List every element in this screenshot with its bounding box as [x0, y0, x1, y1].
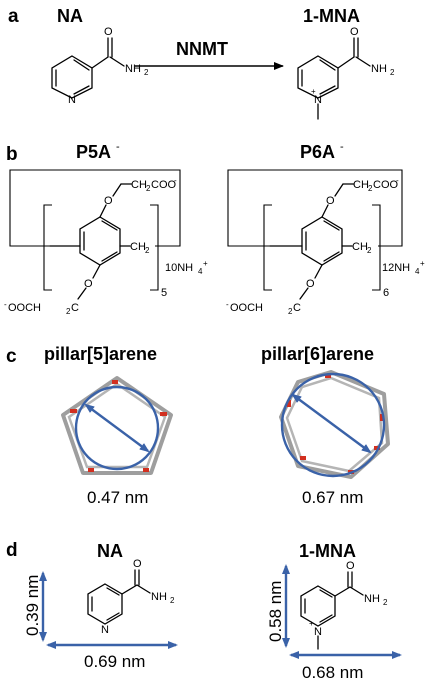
- p5a-o-bottom: O: [84, 278, 93, 290]
- na-title: NA: [57, 6, 83, 26]
- mna-width-label: 0.68 nm: [302, 663, 363, 682]
- p6a-bottom-tail: C: [293, 302, 301, 314]
- panel-c: c pillar[5]arene 0.47 nm pillar[6]arene: [6, 344, 390, 507]
- p5a-ch2-sub: 2: [145, 246, 150, 255]
- d-mna-nh2-sub: 2: [383, 598, 388, 607]
- mna-n-atom: N: [314, 94, 322, 106]
- p6a-bottom-group: OOCH: [230, 302, 263, 314]
- p6a-title: P6A: [300, 142, 335, 162]
- p6a-o-bottom: O: [306, 278, 315, 290]
- na-structure: O NH 2 N: [51, 26, 149, 106]
- panel-d: d NA O NH 2 N 0.39 nm 0.69 nm 1-MNA: [6, 540, 402, 682]
- p5a-ch2: CH: [130, 241, 146, 253]
- p6a-structure: P6A - O CH 2 COO - CH 2 O - OOC: [226, 141, 425, 316]
- na-nh2-sub: 2: [144, 68, 149, 77]
- panel-d-label: d: [6, 540, 18, 561]
- mna-dimensions: 1-MNA O NH 2 N + 0.58 nm 0.68 nm: [266, 541, 402, 682]
- na-width-label: 0.69 nm: [84, 652, 145, 671]
- p6a-ch2-sub: 2: [367, 246, 372, 255]
- pillar6-diameter-arrow: [291, 393, 372, 454]
- d-na-o-atom: O: [133, 558, 142, 570]
- p5a-counterion: 10NH: [165, 262, 193, 274]
- p5a-top-sup: -: [174, 176, 177, 185]
- pillar5-cavity-circle: [74, 385, 160, 471]
- pillar5-diameter-arrow: [84, 403, 150, 453]
- p5a-top-ch: CH: [131, 179, 147, 191]
- d-na-nh2-sub: 2: [170, 596, 175, 605]
- p6a-counterion: 12NH: [382, 262, 410, 274]
- pillar5-size: 0.47 nm: [87, 488, 148, 507]
- p5a-title-sup: -: [116, 141, 120, 153]
- p5a-bottom-group: OOCH: [8, 302, 41, 314]
- na-dimensions: NA O NH 2 N 0.39 nm 0.69 nm: [23, 541, 178, 671]
- na-height-label: 0.39 nm: [23, 575, 42, 636]
- p6a-top-ch: CH: [353, 179, 369, 191]
- na-n-atom: N: [68, 94, 76, 106]
- p5a-title: P5A: [76, 142, 111, 162]
- panel-b: b P5A - O CH 2 COO: [4, 141, 425, 316]
- p5a-bottom-sub: 2: [66, 307, 71, 316]
- na-o-atom: O: [104, 26, 113, 38]
- d-mna-n-atom: N: [314, 626, 322, 638]
- pillar5-title: pillar[5]arene: [44, 344, 157, 364]
- mna-n-plus: +: [311, 87, 316, 96]
- panel-b-label: b: [6, 144, 18, 165]
- p6a-top-coo: COO: [373, 179, 399, 191]
- d-mna-title: 1-MNA: [299, 541, 356, 561]
- p6a-top-sub: 2: [368, 184, 373, 193]
- p6a-bottom-sub: 2: [288, 307, 293, 316]
- p6a-top-sup: -: [396, 176, 399, 185]
- mna-title: 1-MNA: [303, 6, 360, 26]
- panel-a-label: a: [8, 6, 19, 27]
- panel-a: a NA 1-MNA O NH 2 N NNMT: [8, 6, 395, 120]
- d-na-n-atom: N: [101, 624, 109, 636]
- p6a-counterion-sup: +: [420, 259, 425, 268]
- d-na-nh2-atom: NH: [151, 591, 167, 603]
- d-mna-o-atom: O: [346, 560, 355, 572]
- reaction-arrow: NNMT: [135, 39, 284, 70]
- p6a-counterion-sub: 4: [415, 267, 420, 276]
- p5a-structure: P5A - O CH 2 COO - CH: [4, 141, 208, 316]
- mna-height-label: 0.58 nm: [266, 581, 285, 642]
- d-na-title: NA: [97, 541, 123, 561]
- p6a-repeat-n: 6: [383, 287, 389, 299]
- p5a-o-top: O: [104, 195, 113, 207]
- p6a-ch2: CH: [352, 241, 368, 253]
- d-mna-n-plus: +: [309, 619, 314, 628]
- pillar6-cavity-circle: [280, 372, 386, 478]
- na-nh2-atom: NH: [125, 63, 141, 75]
- pillar6-size: 0.67 nm: [302, 488, 363, 507]
- p5a-repeat-n: 5: [161, 287, 167, 299]
- p6a-title-sup: -: [340, 141, 344, 153]
- p5a-top-coo: COO: [151, 179, 177, 191]
- mna-structure: O NH 2 N +: [297, 26, 395, 120]
- pillar6-title: pillar[6]arene: [261, 344, 374, 364]
- p6a-o-top: O: [326, 195, 335, 207]
- p5a-counterion-sup: +: [203, 259, 208, 268]
- mna-o-atom: O: [350, 26, 359, 38]
- pillar5-view: pillar[5]arene 0.47 nm: [44, 344, 173, 507]
- mna-nh2-sub: 2: [390, 68, 395, 77]
- mna-nh2-atom: NH: [371, 63, 387, 75]
- p5a-top-sub: 2: [146, 184, 151, 193]
- nnmt-label: NNMT: [176, 39, 228, 59]
- d-mna-nh2-atom: NH: [364, 593, 380, 605]
- p5a-bottom-tail: C: [71, 302, 79, 314]
- p5a-counterion-sub: 4: [198, 267, 203, 276]
- pillar6-view: pillar[6]arene 0.67 nm: [261, 344, 390, 507]
- p6a-bottom-sup: -: [226, 300, 229, 309]
- p5a-bottom-sup: -: [4, 300, 7, 309]
- panel-c-label: c: [6, 346, 17, 367]
